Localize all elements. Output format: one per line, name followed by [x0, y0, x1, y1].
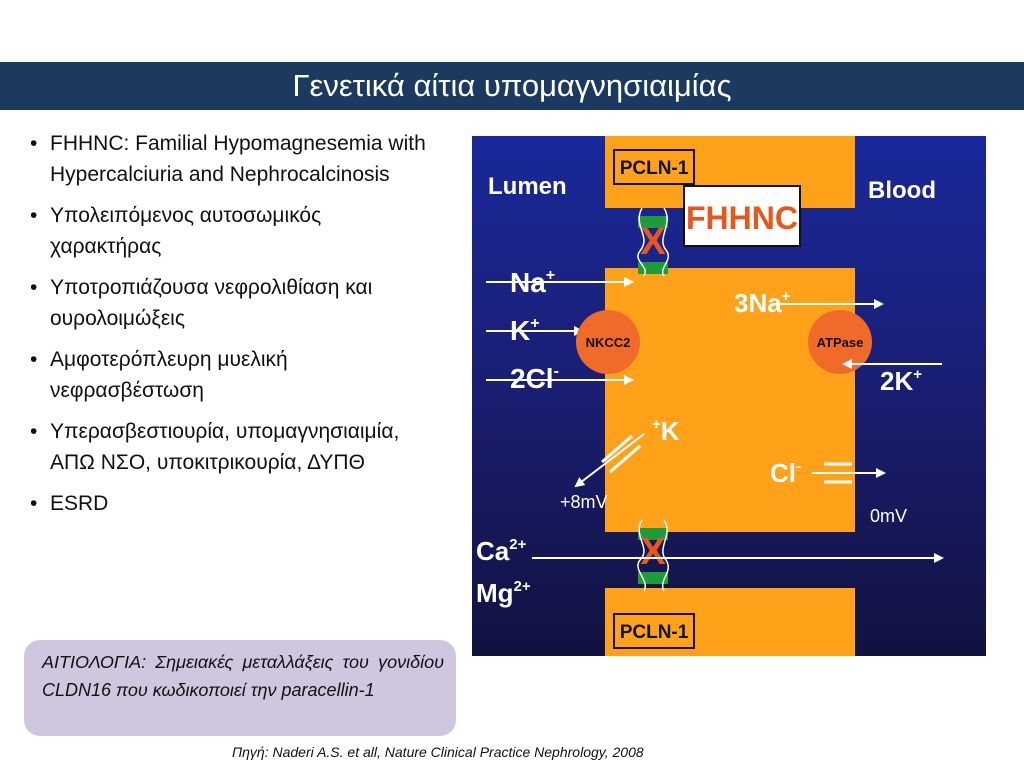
voltage-lumen-label: +8mV — [560, 492, 608, 512]
top-junction — [637, 207, 669, 277]
aetiology-text: ΑΙΤΙΟΛΟΓΙΑ: Σημειακές μεταλλάξεις του γο… — [42, 652, 444, 700]
bullet-item: • Αμφοτερόπλευρη μυελική νεφρασβέστωση — [28, 344, 428, 406]
nkcc2-label: NKCC2 — [586, 335, 631, 350]
bullet-dot: • — [30, 132, 38, 155]
fhhnc-label: FHHNC — [686, 200, 798, 236]
bullet-item: • ESRD — [28, 488, 428, 519]
k-channel-arrow — [574, 433, 645, 488]
bullet-item: • Υπερασβεστιουρία, υπομαγνησιαιμία, ΑΠΩ … — [28, 416, 428, 478]
title-bar: Γενετικά αίτια υπομαγνησιαιμίας — [0, 62, 1024, 110]
pcln-bottom-box — [613, 613, 695, 649]
bullet-item: • Υποτροπιάζουσα νεφρολιθίαση και ουρολοι… — [28, 272, 428, 334]
atpase-pump — [808, 310, 872, 374]
pcln-top-label: PCLN-1 — [620, 158, 689, 179]
bottom-junction-cross-icon: X — [640, 531, 666, 573]
bottom-junction — [637, 519, 669, 592]
bullet-item: • Υπολειπόμενος αυτοσωμικός χαρακτήρας — [28, 200, 428, 262]
bullet-list: • FHHNC: Familial Hypomagnesemia with Hyp… — [28, 128, 428, 529]
cl-right-label: Cl- — [770, 458, 801, 488]
bullet-text: FHHNC: Familial Hypomagnesemia with Hype… — [50, 132, 426, 186]
blood-label: Blood — [868, 177, 936, 204]
k2-label: 2K+ — [880, 366, 922, 396]
cl-left-label: 2Cl- — [510, 363, 559, 394]
bullet-item: • FHHNC: Familial Hypomagnesemia with Hyp… — [28, 128, 428, 190]
source-citation: Πηγή: Naderi A.S. et all, Nature Clinica… — [232, 744, 644, 760]
aetiology-box: ΑΙΤΙΟΛΟΓΙΑ: Σημειακές μεταλλάξεις του γο… — [24, 640, 456, 736]
bullet-text: Αμφοτερόπλευρη μυελική νεφρασβέστωση — [50, 348, 288, 402]
mg-label: Mg2+ — [476, 578, 531, 608]
ca-label: Ca2+ — [476, 536, 527, 566]
bullet-dot: • — [30, 204, 38, 227]
top-junction-cross-icon: X — [640, 221, 666, 263]
bullet-text: Υπερασβεστιουρία, υπομαγνησιαιμία, ΑΠΩ Ν… — [50, 420, 400, 474]
nkcc2-transporter — [576, 310, 640, 374]
pcln-top-box — [613, 149, 695, 185]
fhhnc-diagram: X X PCLN-1 PCLN-1 FHHNC Lumen Blood Na+ … — [472, 136, 986, 656]
bullet-text: Υποτροπιάζουσα νεφρολιθίαση και ουρολοιμ… — [50, 276, 373, 330]
fhhnc-box — [683, 185, 801, 247]
bullet-dot: • — [30, 348, 38, 371]
pcln-bottom-label: PCLN-1 — [620, 622, 689, 643]
atpase-label: ATPase — [817, 335, 864, 350]
diagram-svg: X X PCLN-1 PCLN-1 FHHNC Lumen Blood Na+ … — [476, 136, 944, 656]
bullet-dot: • — [30, 420, 38, 443]
bullet-text: ESRD — [50, 492, 109, 515]
voltage-blood-label: 0mV — [870, 506, 907, 526]
bullet-dot: • — [30, 492, 38, 515]
k-channel-bar-icon — [609, 444, 641, 474]
bottom-cell — [605, 588, 855, 656]
lumen-label: Lumen — [488, 173, 567, 200]
middle-cell — [605, 268, 855, 532]
k-channel-label: +K — [652, 416, 680, 446]
bullet-dot: • — [30, 276, 38, 299]
k-channel-bar-icon — [601, 434, 633, 464]
bullet-text: Υπολειπόμενος αυτοσωμικός χαρακτήρας — [50, 204, 322, 258]
slide-title: Γενετικά αίτια υπομαγνησιαιμίας — [292, 68, 732, 103]
